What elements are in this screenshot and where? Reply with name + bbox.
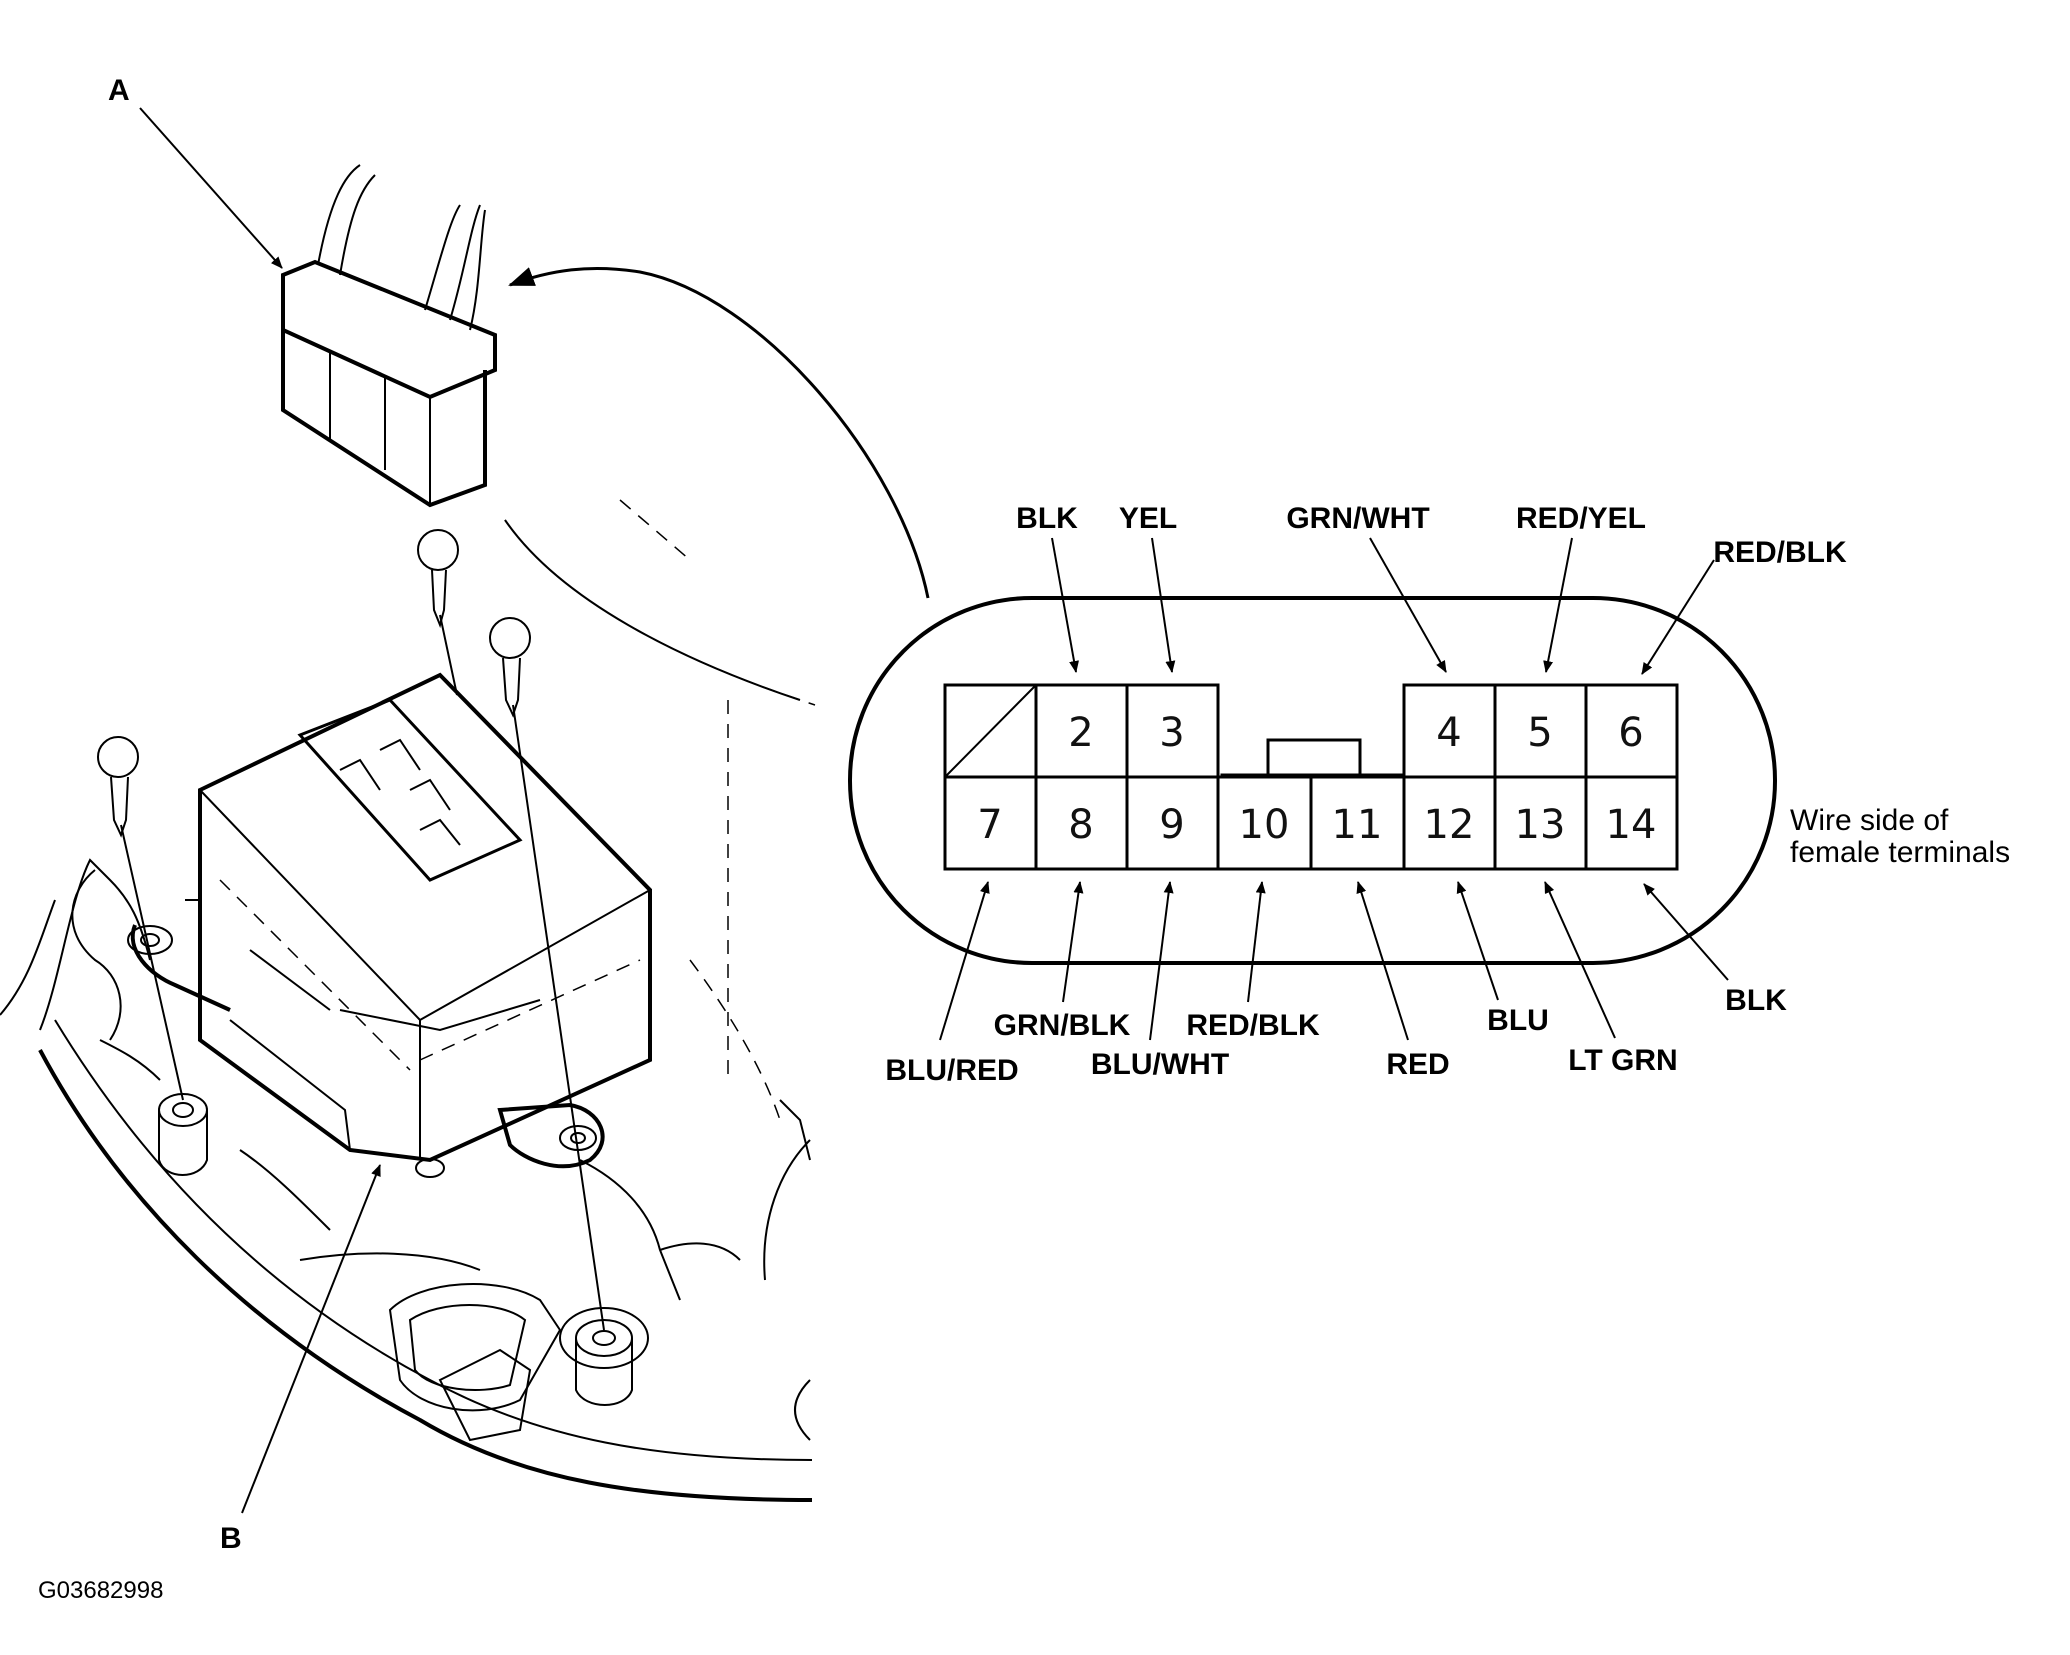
wire-label-pin-12: BLU bbox=[1487, 1004, 1549, 1037]
terminal-2-number: 2 bbox=[1068, 710, 1093, 756]
terminal-blank bbox=[943, 683, 1038, 779]
wire-label-pin-9: BLU/WHT bbox=[1091, 1048, 1229, 1081]
bottom-wire-labels: BLU/RED GRN/BLK BLU/WHT RED/BLK RED BLU … bbox=[885, 881, 1787, 1087]
wire-label-pin-13: LT GRN bbox=[1568, 1044, 1677, 1077]
terminal-14-number: 14 bbox=[1606, 802, 1657, 848]
locking-tab bbox=[1266, 738, 1362, 777]
wire-label-pin-4: GRN/WHT bbox=[1286, 502, 1429, 535]
terminal-6-number: 6 bbox=[1618, 710, 1643, 756]
connector-caption-line-1: Wire side of bbox=[1790, 804, 1949, 837]
wire-label-pin-14: BLK bbox=[1725, 984, 1787, 1017]
callout-a-label: A bbox=[108, 74, 130, 107]
wire-leader-pin-9 bbox=[1149, 881, 1174, 1041]
wire-label-pin-6: RED/BLK bbox=[1713, 536, 1847, 569]
terminal-5: 5 bbox=[1493, 683, 1588, 779]
terminal-10-number: 10 bbox=[1239, 802, 1290, 848]
wire-leader-pin-14 bbox=[1643, 883, 1729, 981]
terminal-12-number: 12 bbox=[1424, 802, 1475, 848]
wire-leader-pin-11 bbox=[1356, 881, 1409, 1041]
terminal-11-number: 11 bbox=[1332, 802, 1383, 848]
terminal-11: 11 bbox=[1309, 775, 1406, 871]
connector-caption-line-2: female terminals bbox=[1790, 836, 2010, 869]
top-wire-labels: BLK YEL GRN/WHT RED/YEL RED/BLK bbox=[1016, 502, 1847, 675]
terminal-8-number: 8 bbox=[1068, 802, 1093, 848]
terminal-4: 4 bbox=[1402, 683, 1497, 779]
terminal-13: 13 bbox=[1493, 775, 1588, 871]
callout-b-label: B bbox=[220, 1522, 242, 1555]
connector-outline bbox=[848, 596, 1777, 965]
wire-label-pin-2: BLK bbox=[1016, 502, 1078, 535]
wire-leader-pin-3 bbox=[1151, 537, 1176, 673]
wire-leader-pin-7 bbox=[939, 881, 990, 1041]
terminal-4-number: 4 bbox=[1436, 710, 1461, 756]
terminal-13-number: 13 bbox=[1515, 802, 1566, 848]
callout-a-leader bbox=[139, 107, 283, 269]
wire-leader-pin-10 bbox=[1247, 881, 1266, 1003]
harness-connector-a bbox=[281, 164, 497, 508]
terminal-9: 9 bbox=[1125, 775, 1220, 871]
wire-leader-pin-2 bbox=[1051, 537, 1079, 673]
wire-leader-pin-4 bbox=[1369, 537, 1447, 673]
wire-leader-pin-6 bbox=[1641, 559, 1715, 675]
connector-face: 2 3 4 5 6 7 8 9 bbox=[848, 596, 1777, 965]
terminal-8: 8 bbox=[1034, 775, 1129, 871]
terminal-2: 2 bbox=[1034, 683, 1129, 779]
terminal-14: 14 bbox=[1584, 775, 1679, 871]
wire-label-pin-8: GRN/BLK bbox=[994, 1009, 1131, 1042]
terminal-3: 3 bbox=[1125, 683, 1220, 779]
terminal-3-number: 3 bbox=[1159, 710, 1184, 756]
wire-label-pin-5: RED/YEL bbox=[1516, 502, 1646, 535]
screw-1 bbox=[417, 529, 459, 696]
wire-label-pin-3: YEL bbox=[1119, 502, 1177, 535]
wire-leader-pin-5 bbox=[1543, 537, 1573, 673]
terminal-12: 12 bbox=[1402, 775, 1497, 871]
terminal-7-number: 7 bbox=[977, 802, 1002, 848]
callout-b-leader bbox=[241, 1164, 381, 1514]
wire-leader-pin-12 bbox=[1456, 881, 1499, 1001]
terminal-7: 7 bbox=[943, 775, 1038, 871]
wire-label-pin-7: BLU/RED bbox=[885, 1054, 1018, 1087]
figure-code: G03682998 bbox=[38, 1577, 163, 1604]
terminal-9-number: 9 bbox=[1159, 802, 1184, 848]
terminal-5-number: 5 bbox=[1527, 710, 1552, 756]
terminal-10: 10 bbox=[1216, 775, 1313, 871]
wire-leader-pin-8 bbox=[1062, 881, 1084, 1003]
terminal-6: 6 bbox=[1584, 683, 1679, 779]
link-arrow bbox=[508, 266, 930, 599]
screw-2 bbox=[489, 617, 605, 1331]
wire-leader-pin-13 bbox=[1544, 881, 1616, 1039]
screw-3 bbox=[97, 736, 184, 1101]
switch-assembly-illustration bbox=[0, 164, 816, 1502]
wire-label-pin-11: RED bbox=[1386, 1048, 1449, 1081]
wire-label-pin-10: RED/BLK bbox=[1186, 1009, 1320, 1042]
